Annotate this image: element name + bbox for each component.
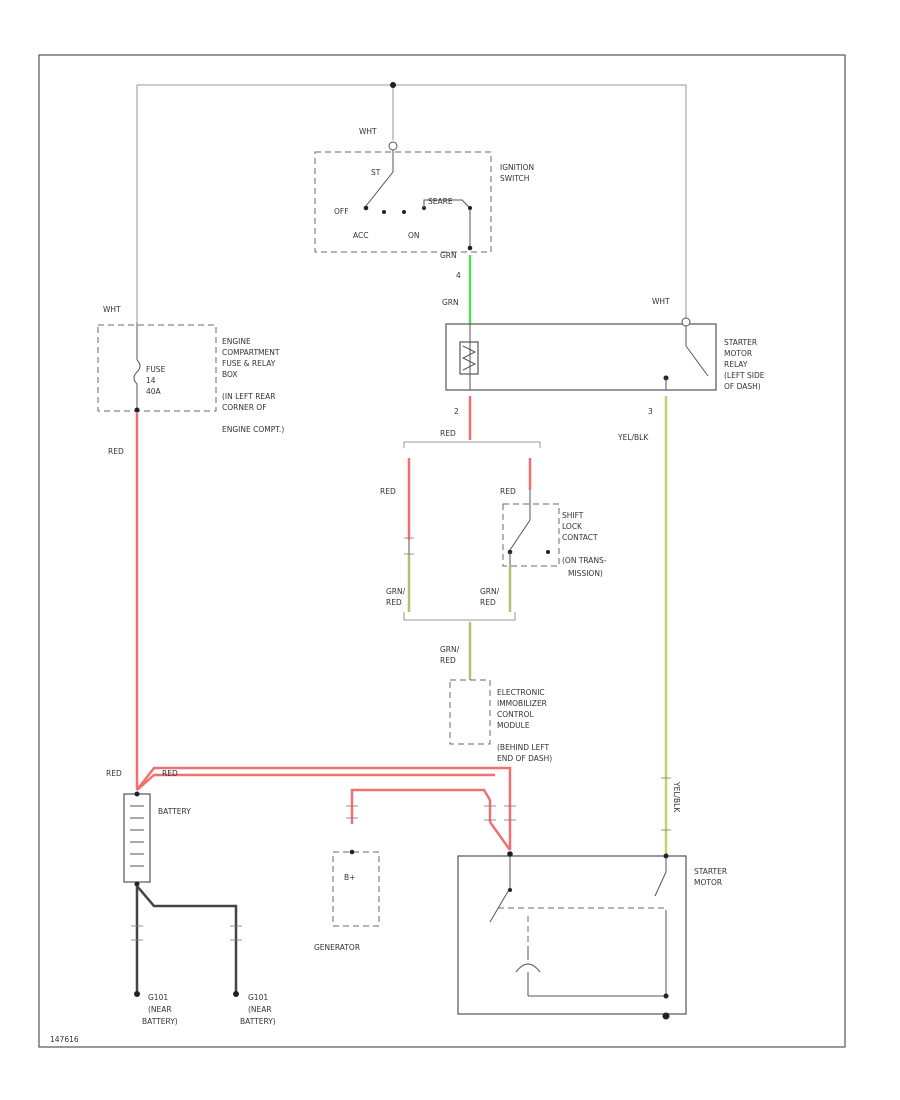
battery: BATTERY [123,791,191,887]
shift-title-5: MISSION) [568,569,603,578]
red-branch-left-label: RED [380,487,396,496]
relay-title-4: (LEFT SIDE [724,371,765,380]
yelblk-label: YEL/BLK [617,433,649,442]
fuse-label-2: 14 [146,376,156,385]
diagram-code: 147616 [50,1035,79,1044]
ign-seare-label: SEARE [428,197,453,206]
ign-title-2: SWITCH [500,174,529,183]
starter-title-2: MOTOR [694,878,722,887]
shift-title-3: CONTACT [562,533,598,542]
ecb-title-5: (IN LEFT REAR [222,392,276,401]
ecb-title-6: CORNER OF [222,403,267,412]
ground2-label-3: BATTERY) [240,1017,276,1026]
ecb-title-7: ENGINE COMPT.) [222,425,284,434]
ecb-title-3: FUSE & RELAY [222,359,276,368]
generator-label: GENERATOR [314,943,360,952]
starter-motor-relay: WHT STARTER MOTOR RELAY (LEFT SIDE OF DA… [445,297,765,391]
red-batt-left-label: RED [106,769,122,778]
ign-st-label: ST [371,168,381,177]
starter-motor: STARTER MOTOR [457,851,727,1020]
grnred-right-1: GRN/ [480,587,500,596]
eim-title-2: IMMOBILIZER [497,699,547,708]
top-bus-wire [136,82,687,323]
ign-grn-small-label: GRN [440,251,457,260]
bplus-label: B+ [344,873,355,882]
eim-title-5: (BEHIND LEFT [497,743,550,752]
red-branch-right-label: RED [500,487,516,496]
relay-title-1: STARTER [724,338,757,347]
ground1-label-1: G101 [148,993,168,1002]
red-relay-label: RED [440,429,456,438]
shift-title-4: (ON TRANS- [562,556,607,565]
grnred-right-2: RED [480,598,496,607]
relay-red-wire: 2 RED [403,396,541,448]
ecb-title-1: ENGINE [222,337,251,346]
battery-red-wires: RED RED [106,766,516,851]
ign-wht-label: WHT [359,127,377,136]
ign-on-label: ON [408,231,420,240]
right-branch-wire: RED SHIFT LOCK CONTACT (ON TRANS- MISSIO… [480,458,607,612]
relay-title-3: RELAY [724,360,748,369]
relay-wht-label: WHT [652,297,670,306]
ecb-title-4: BOX [222,370,238,379]
ground1-label-3: BATTERY) [142,1017,178,1026]
ign-acc-label: ACC [353,231,368,240]
grnred-left-2: RED [386,598,402,607]
grnred-center-1: GRN/ [440,645,460,654]
pin-3-label: 3 [648,407,653,416]
fuse-red-wire: RED [108,412,139,790]
immobilizer-feed-wire: GRN/ RED [403,612,516,680]
generator: B+ GENERATOR [314,849,380,952]
eim-title-4: MODULE [497,721,530,730]
fuse-label-3: 40A [146,387,162,396]
grnred-left-1: GRN/ [386,587,406,596]
yelblk-wire: 3 YEL/BLK YEL/BLK [617,396,681,854]
red-left-label: RED [108,447,124,456]
starter-title-1: STARTER [694,867,727,876]
ground-wires: G101 (NEAR BATTERY) G101 (NEAR BATTERY) [131,885,276,1026]
pin-2-label: 2 [454,407,459,416]
yelblk-vertical-label: YEL/BLK [672,781,681,813]
ign-off-label: OFF [334,207,349,216]
ground2-label-1: G101 [248,993,268,1002]
shift-title-2: LOCK [562,522,583,531]
eim-title-1: ELECTRONIC [497,688,545,697]
red-batt-right-label: RED [162,769,178,778]
relay-title-5: OF DASH) [724,382,761,391]
ign-title-1: IGNITION [500,163,534,172]
fuse-label-1: FUSE [146,365,166,374]
shift-title-1: SHIFT [562,511,584,520]
pin-4-label: 4 [456,271,461,280]
engine-compartment-fuse-box: WHT FUSE 14 40A ENGINE COMPARTMENT FUSE … [97,305,284,434]
grn-wire: 4 GRN [442,255,472,324]
eim-title-6: END OF DASH) [497,754,552,763]
ignition-switch: WHT ST OFF SEARE ACC ON GRN IGNITION SWI… [314,127,534,260]
battery-label: BATTERY [158,807,191,816]
relay-title-2: MOTOR [724,349,752,358]
ground1-label-2: (NEAR [148,1005,172,1014]
ground2-label-2: (NEAR [248,1005,272,1014]
eim-title-3: CONTROL [497,710,534,719]
ecb-title-2: COMPARTMENT [222,348,280,357]
fuse-wht-label: WHT [103,305,121,314]
grnred-center-2: RED [440,656,456,665]
left-branch-wire: RED GRN/ RED [380,458,414,612]
diagram-frame [38,54,846,1048]
electronic-immobilizer-control-module: ELECTRONIC IMMOBILIZER CONTROL MODULE (B… [449,679,552,763]
grn-wire-label: GRN [442,298,459,307]
